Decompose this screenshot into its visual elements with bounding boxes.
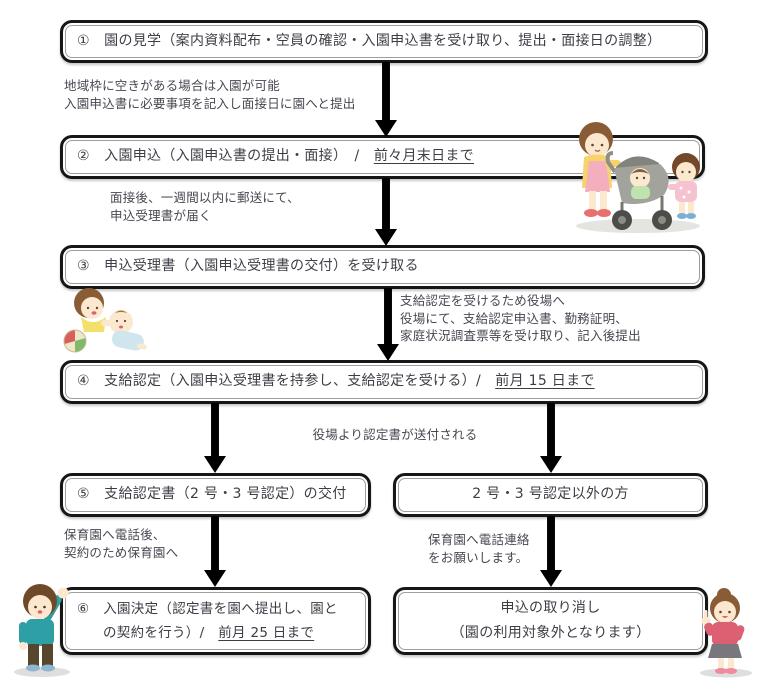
step6-line2: の契約を行う）/ 前月 25 日まで (77, 625, 314, 642)
note-line: 面接後、一週間以内に郵送にて、 (110, 190, 300, 205)
mother-figure (579, 122, 621, 217)
step3-label: ③ 申込受理書（入園申込受理書の交付）を受け取る (77, 258, 419, 275)
cancellation-line2: （園の利用対象外となります） (450, 624, 651, 641)
step1-box: ① 園の見学（案内資料配布・空員の確認・入園申込書を受け取り、提出・面接日の調整… (60, 20, 708, 63)
shadow (576, 219, 700, 233)
cancellation-box: 申込の取り消し （園の利用対象外となります） (393, 587, 708, 655)
step2-label: ② 入園申込（入園申込書の提出・面接） / (77, 148, 374, 165)
cancellation-line1: 申込の取り消し (500, 600, 601, 616)
waving-boy (19, 584, 69, 672)
note-right-branch: 保育園へ電話連絡 をお願いします。 (428, 531, 530, 567)
step4-deadline: 前月 15 日まで (495, 373, 595, 390)
down-arrow-left-branch (204, 403, 226, 473)
note-left-branch: 保育園へ電話後、 契約のため保育園へ (64, 526, 178, 562)
down-arrow-right-final (540, 516, 562, 587)
non-certified-label: 2 号・3 号認定以外の方 (472, 486, 629, 503)
pointing-girl (701, 588, 745, 674)
boy-waving-illustration (14, 584, 70, 677)
note-line: 保育園へ電話連絡 (428, 532, 530, 547)
lying-baby (109, 310, 147, 351)
note-line: 役場より認定書が送付される (312, 427, 478, 442)
shadow (700, 668, 752, 678)
crawling-baby (74, 288, 113, 332)
note-line: をお願いします。 (428, 550, 529, 565)
note-between-1-2: 地域枠に空きがある場合は入園が可能 入園申込書に必要事項を記入し面接日に園へと提… (64, 77, 355, 113)
ball (63, 329, 87, 353)
down-arrow-1 (375, 62, 397, 137)
note-line: 役場にて、支給認定申込書、勤務証明、 (400, 310, 628, 326)
step3-box: ③ 申込受理書（入園申込受理書の交付）を受け取る (60, 245, 705, 289)
stroller-family-illustration (576, 122, 700, 233)
note-between-3-4: 支給認定を受けるため役場へ 役場にて、支給認定申込書、勤務証明、 家庭状況調査票… (400, 292, 641, 345)
down-arrow-2 (375, 178, 397, 246)
step5-label: ⑤ 支給認定書（2 号・3 号認定）の交付 (77, 486, 347, 503)
step6-box: ⑥ 入園決定（認定書を園へ提出し、園と の契約を行う）/ 前月 25 日まで (60, 587, 371, 655)
step6-line2-prefix: の契約を行う）/ (103, 624, 219, 641)
step6-line1: ⑥ 入園決定（認定書を園へ提出し、園と (77, 600, 338, 617)
note-line: 保育園へ電話後、 (64, 527, 166, 542)
down-arrow-3 (377, 288, 399, 361)
toddler-figure (668, 153, 700, 219)
babies-playing-illustration (63, 288, 147, 353)
down-arrow-left-final (204, 516, 226, 587)
step6-deadline: 前月 25 日まで (218, 624, 315, 641)
note-line: 地域枠に空きがある場合は入園が可能 (64, 78, 280, 93)
step4-box: ④ 支給認定（入園申込受理書を持参し、支給認定を受ける）/ 前月 15 日まで (60, 360, 708, 404)
note-line: 申込受理書が届く (110, 208, 212, 223)
note-between-2-3: 面接後、一週間以内に郵送にて、 申込受理書が届く (110, 189, 300, 225)
step1-label: ① 園の見学（案内資料配布・空員の確認・入園申込書を受け取り、提出・面接日の調整… (77, 32, 662, 49)
note-between-4-5: 役場より認定書が送付される (250, 426, 540, 444)
note-line: 家庭状況調査票等を受け取り、記入後提出 (400, 328, 641, 343)
note-line: 支給認定を受けるため役場へ (400, 293, 566, 308)
note-line: 契約のため保育園へ (64, 545, 179, 560)
non-certified-box: 2 号・3 号認定以外の方 (393, 473, 708, 517)
down-arrow-right-branch (540, 403, 562, 473)
girl-pointing-illustration (700, 588, 752, 678)
step5-box: ⑤ 支給認定書（2 号・3 号認定）の交付 (60, 473, 371, 517)
note-line: 入園申込書に必要事項を記入し面接日に園へと提出 (64, 96, 356, 111)
step2-deadline: 前々月末日まで (373, 148, 474, 165)
step4-label: ④ 支給認定（入園申込受理書を持参し、支給認定を受ける）/ (77, 373, 496, 390)
stroller (605, 151, 672, 230)
